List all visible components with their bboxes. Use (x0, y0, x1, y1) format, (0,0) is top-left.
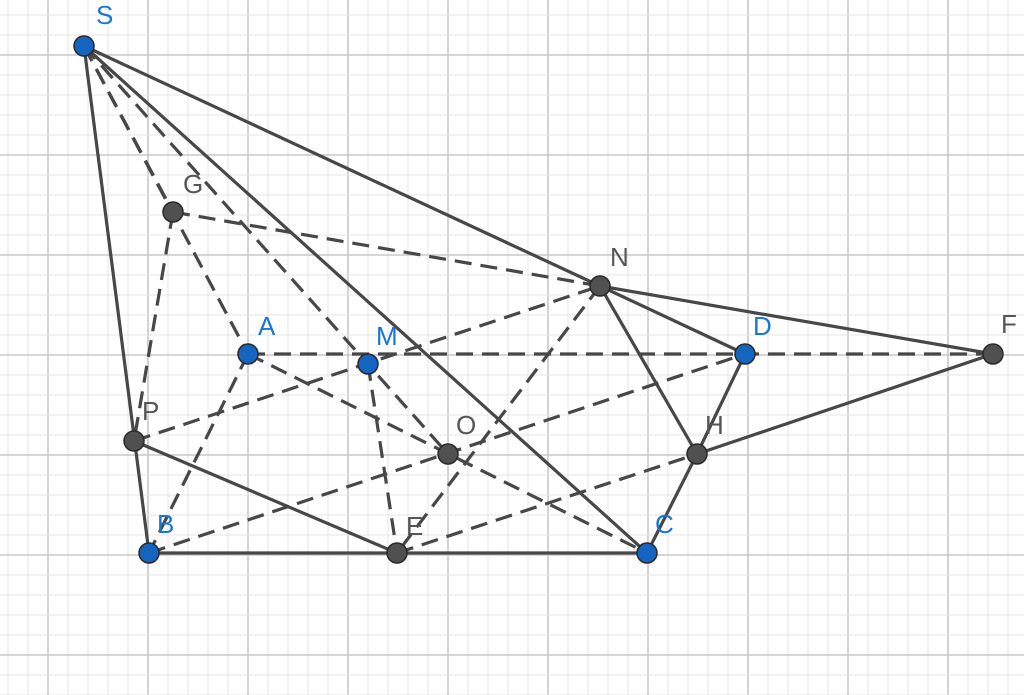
point-label-M: M (376, 321, 398, 351)
segment-ND (599, 284, 746, 356)
point-label-C: C (655, 509, 674, 539)
point-N[interactable] (589, 275, 611, 297)
point-label-H: H (705, 410, 724, 440)
segment-HF (696, 352, 994, 456)
segment-SC (82, 44, 649, 555)
point-M[interactable] (357, 353, 379, 375)
point-label-A: A (258, 311, 276, 341)
segment-SN (83, 44, 601, 288)
point-label-F: F (1001, 309, 1017, 339)
labels-layer: S G A M N D F P O H B E C (96, 0, 1017, 541)
point-label-G: G (183, 169, 203, 199)
point-P[interactable] (123, 430, 145, 452)
segment-GP-dashed (132, 211, 175, 442)
segment-SO-dashed (82, 44, 450, 456)
segment-NF (599, 284, 994, 356)
point-G[interactable] (162, 201, 184, 223)
point-label-D: D (753, 311, 772, 341)
segment-NH (598, 285, 699, 455)
segment-EH-dashed (396, 452, 698, 555)
point-A[interactable] (237, 343, 259, 365)
point-S[interactable] (73, 35, 95, 57)
segment-DH (695, 353, 747, 455)
point-O[interactable] (437, 443, 459, 465)
points-layer (73, 35, 1004, 564)
point-C[interactable] (636, 542, 658, 564)
point-F[interactable] (982, 343, 1004, 365)
point-H[interactable] (686, 443, 708, 465)
point-label-P: P (142, 396, 159, 426)
segment-PE (133, 439, 398, 555)
point-label-E: E (406, 511, 423, 541)
point-D[interactable] (734, 343, 756, 365)
segment-HC (645, 453, 699, 554)
segment-SG-dashed (82, 45, 175, 213)
segment-AB-dashed (147, 353, 250, 554)
segment-NE-dashed (395, 285, 602, 554)
segment-SB (82, 45, 151, 554)
point-label-O: O (456, 410, 476, 440)
segments-layer (82, 44, 994, 555)
point-label-N: N (610, 242, 629, 272)
point-B[interactable] (138, 542, 160, 564)
point-label-B: B (157, 509, 174, 539)
point-E[interactable] (386, 542, 408, 564)
point-label-S: S (96, 0, 113, 30)
segment-GN-dashed (172, 210, 601, 288)
segment-ME-dashed (366, 363, 399, 554)
